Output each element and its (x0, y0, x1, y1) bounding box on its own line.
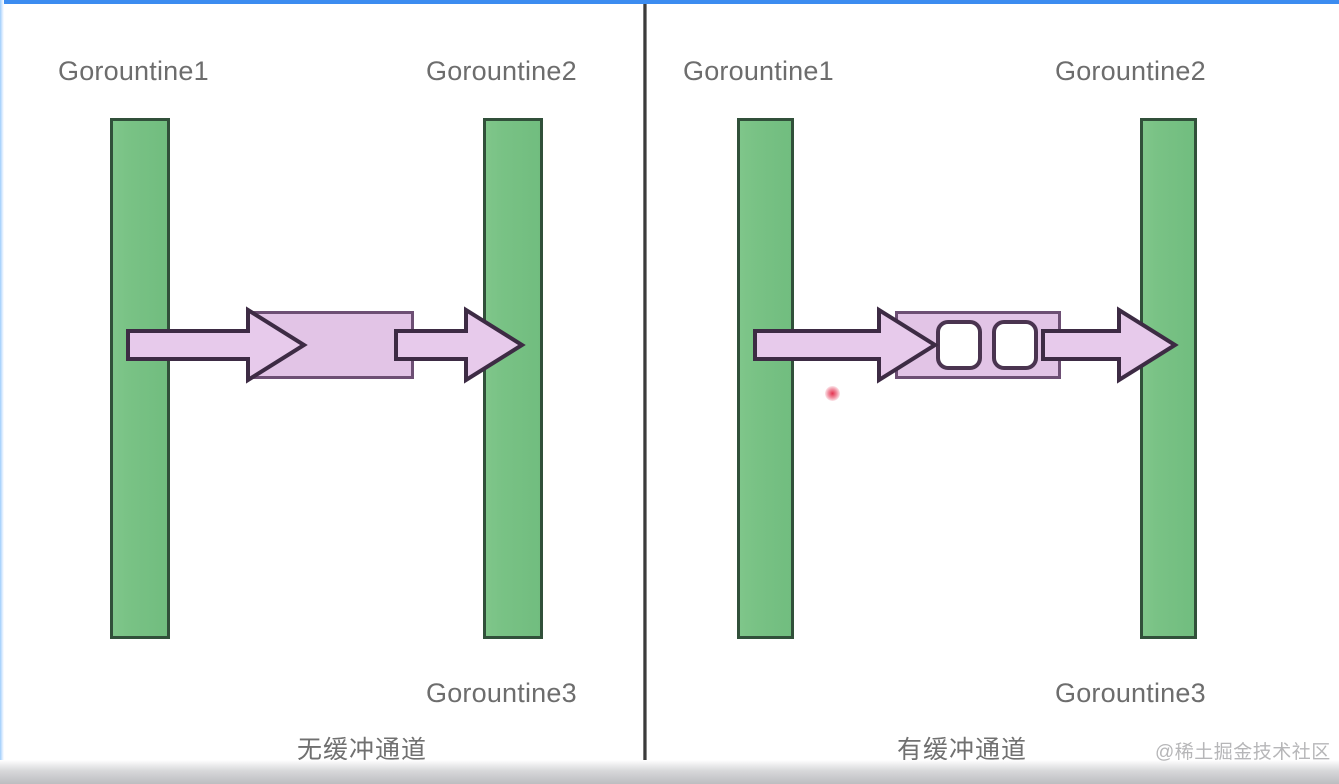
panel-divider (643, 0, 647, 784)
buffer-slot-1 (936, 320, 982, 370)
left-goroutine1-lifeline (110, 118, 170, 639)
right-goroutine3-label: Gorountine3 (1055, 678, 1206, 708)
right-goroutine2-label: Gorountine2 (1055, 56, 1206, 86)
frame-bottom-bar (0, 760, 1339, 784)
cursor-dot (825, 386, 840, 401)
right-goroutine1-lifeline (737, 118, 794, 639)
left-receive-arrow (394, 306, 526, 384)
frame-left-border (0, 0, 4, 762)
right-goroutine1-label: Gorountine1 (683, 56, 834, 86)
left-goroutine3-label: Gorountine3 (426, 678, 577, 708)
buffer-slot-2 (992, 320, 1038, 370)
right-receive-arrow (1041, 306, 1179, 384)
right-send-arrow (753, 306, 939, 384)
site-watermark: @稀土掘金技术社区 (1155, 742, 1331, 763)
frame-top-border (0, 0, 1339, 4)
unbuffered-channel-panel: Gorountine1 Gorountine2 Gorountine3 无缓冲通… (4, 4, 643, 764)
left-panel-caption: 无缓冲通道 (297, 736, 428, 764)
left-goroutine2-lifeline (483, 118, 543, 639)
left-send-arrow (126, 306, 308, 384)
left-goroutine2-label: Gorountine2 (426, 56, 577, 86)
right-panel-caption: 有缓冲通道 (897, 736, 1028, 764)
left-goroutine1-label: Gorountine1 (58, 56, 209, 86)
right-goroutine2-lifeline (1140, 118, 1197, 639)
buffered-channel-panel: Gorountine1 Gorountine2 Gorountine3 有缓冲通… (647, 4, 1339, 764)
